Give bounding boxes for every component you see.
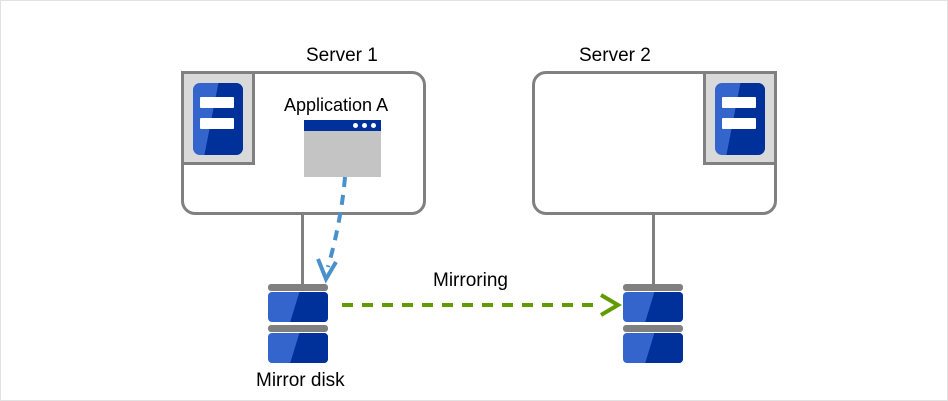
window-dot-2	[362, 123, 367, 128]
disk-body	[268, 292, 328, 322]
disk-stack-icon	[268, 284, 328, 364]
server-rack-icon-bar-top	[200, 97, 234, 108]
application-a-label: Application A	[284, 95, 389, 115]
window-dot-3	[371, 123, 376, 128]
server-1-title: Server 1	[306, 45, 378, 66]
disk-unit-bottom	[623, 325, 683, 363]
server-rack-icon-body	[715, 83, 765, 155]
server-2-disk-connector	[652, 215, 655, 285]
server-rack-icon-bar-top	[722, 97, 756, 108]
server-rack-icon	[181, 71, 255, 165]
mirroring-arrow	[342, 293, 622, 317]
mirroring-label: Mirroring	[433, 270, 508, 291]
write-arrow	[316, 176, 347, 284]
server-1-disk-connector	[301, 215, 304, 285]
write-arrow-line	[326, 176, 347, 268]
disk-unit-top	[268, 284, 328, 322]
server-rack-icon-bar-bottom	[200, 118, 234, 129]
disk-unit-top	[623, 284, 683, 322]
disk-cap	[623, 325, 683, 332]
disk-cap	[268, 325, 328, 332]
disk-body	[623, 292, 683, 322]
disk-unit-bottom	[268, 325, 328, 363]
application-window-titlebar	[304, 120, 381, 131]
server-2-title: Server 2	[579, 45, 651, 66]
window-dot-1	[353, 123, 358, 128]
application-window-icon	[304, 120, 381, 177]
mirror-disk-label: Mirror disk	[256, 370, 345, 391]
server-rack-icon-body	[193, 83, 243, 155]
server-rack-icon-bar-bottom	[722, 118, 756, 129]
mirroring-arrow-head	[599, 293, 622, 317]
disk-stack-icon	[623, 284, 683, 364]
disk-body	[268, 333, 328, 363]
disk-cap	[268, 284, 328, 291]
disk-body	[623, 333, 683, 363]
server-rack-icon	[703, 71, 777, 165]
write-arrow-head	[316, 258, 338, 284]
disk-cap	[623, 284, 683, 291]
